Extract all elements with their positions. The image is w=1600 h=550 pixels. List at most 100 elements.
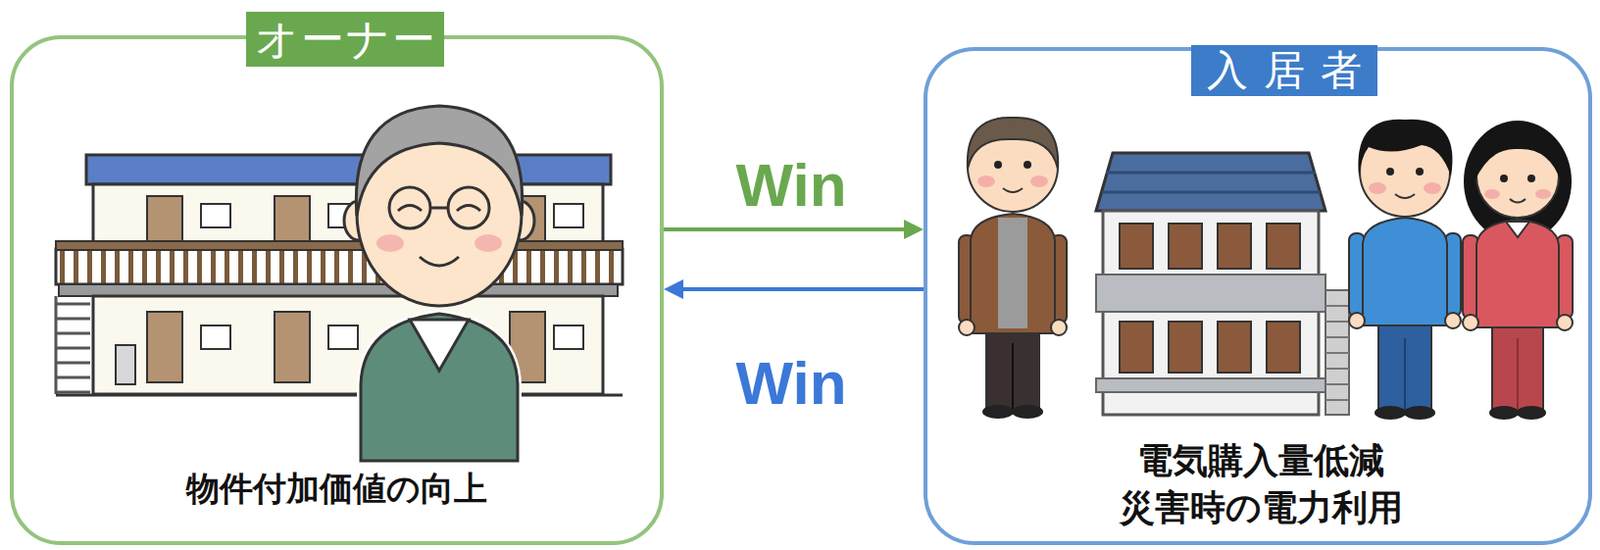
resident-illustration-part	[1386, 167, 1395, 176]
apartment-illustration-part	[274, 196, 310, 242]
resident-illustration-part	[1378, 321, 1432, 410]
connector-line	[663, 227, 906, 232]
resident-illustration-part	[1403, 405, 1436, 420]
resident-illustration-part	[1505, 221, 1530, 238]
resident-illustration-part	[967, 117, 1058, 169]
apartment-illustration-part	[1325, 290, 1350, 415]
apartment-illustration-part	[1096, 152, 1326, 211]
resident-illustration-part	[970, 213, 1055, 334]
resident-illustration-part	[1474, 127, 1562, 182]
box-title: オーナー	[246, 11, 445, 67]
owner-illustration-part	[355, 105, 522, 216]
arrow-head	[903, 219, 924, 240]
owner-illustration	[344, 105, 535, 461]
owner-illustration-part	[474, 234, 502, 252]
resident-illustration-part	[1368, 182, 1387, 195]
apartment-illustration-part	[93, 184, 603, 246]
resident-illustration-part	[1492, 321, 1544, 410]
apartment-illustration-part	[147, 311, 183, 383]
resident-illustration-part	[1527, 174, 1536, 183]
resident-illustration-part	[1050, 319, 1067, 336]
apartment-illustration-part	[200, 203, 231, 228]
owner-illustration-part	[448, 187, 490, 229]
edge-label: Win	[735, 352, 847, 414]
apartment-illustration-part	[1168, 321, 1202, 373]
apartment-illustration-part	[55, 249, 623, 285]
apartment-illustration-part	[55, 394, 623, 398]
resident-illustration-part	[1535, 189, 1551, 200]
apartment-illustration-part	[1119, 321, 1153, 373]
resident-illustration-part	[1516, 405, 1547, 420]
owner-illustration-part	[376, 234, 404, 252]
resident-illustration-part	[1374, 405, 1406, 420]
apartment-illustration-part	[200, 325, 231, 350]
box-title: 入居者	[1191, 45, 1378, 97]
apartment-illustration-part	[147, 196, 183, 242]
connector-line	[681, 287, 924, 292]
apartment-illustration-part	[1096, 274, 1326, 312]
apartment-illustration-part	[1119, 223, 1153, 269]
resident-illustration-part	[1415, 167, 1424, 176]
resident-illustration-part	[986, 328, 1040, 409]
apartment-illustration-part	[1101, 172, 1321, 193]
owner-illustration-part	[389, 187, 431, 229]
resident-illustration-part	[977, 175, 996, 188]
apartment-illustration-part	[55, 296, 91, 395]
owner-illustration-part	[398, 205, 481, 212]
apartment-illustration-part	[1217, 321, 1251, 373]
resident-illustration-part	[1023, 160, 1032, 169]
resident-illustration-part	[1357, 119, 1452, 177]
apartment-illustration-part	[1217, 223, 1251, 269]
apartment-illustration-part	[93, 296, 603, 395]
connector-arrow	[663, 219, 924, 240]
apartment-illustration	[55, 154, 623, 396]
resident-illustration	[958, 117, 1067, 419]
resident-illustration-part	[1403, 338, 1406, 410]
apartment-illustration-part	[58, 284, 618, 297]
resident-illustration-part	[1011, 343, 1014, 409]
apartment-illustration-part	[328, 325, 358, 350]
apartment-illustration	[1096, 152, 1350, 415]
owner-illustration-part	[360, 313, 518, 461]
arrow-head	[663, 279, 684, 300]
resident-illustration-part	[958, 319, 975, 336]
resident-illustration-part	[1476, 219, 1559, 328]
resident-illustration-part	[982, 404, 1014, 419]
group-box: 入居者電気購入量低減災害時の電力利用	[923, 47, 1593, 546]
resident-illustration-part	[1463, 120, 1572, 243]
resident-illustration-part	[994, 160, 1002, 169]
resident-illustration-part	[1462, 314, 1479, 331]
resident-illustration-part	[1030, 175, 1049, 188]
resident-illustration-part	[1556, 314, 1573, 331]
resident-illustration-part	[998, 217, 1028, 329]
resident-illustration-part	[1445, 312, 1461, 329]
owner-illustration-part	[409, 319, 469, 371]
apartment-illustration-part	[1168, 223, 1202, 269]
box-text: 物件付加価値の向上	[186, 468, 488, 509]
resident-illustration	[1349, 119, 1461, 420]
resident-illustration-part	[1516, 338, 1519, 410]
resident-illustration-part	[1509, 199, 1526, 203]
resident-illustration-part	[1489, 405, 1519, 420]
resident-illustration-part	[1423, 182, 1442, 195]
apartment-illustration-part	[1325, 305, 1350, 400]
resident-illustration-part	[1395, 194, 1415, 199]
resident-illustration-part	[1362, 217, 1448, 326]
edge-label: Win	[735, 154, 847, 216]
resident-illustration-part	[1500, 174, 1508, 183]
box-text: 電気購入量低減	[1137, 439, 1385, 482]
resident-illustration-part	[1349, 312, 1365, 329]
resident-illustration	[1462, 120, 1573, 420]
apartment-illustration-part	[115, 345, 136, 385]
resident-illustration-part	[1484, 189, 1500, 200]
apartment-illustration-part	[1266, 321, 1300, 373]
apartment-illustration-part	[1266, 223, 1300, 269]
connector-arrow	[663, 279, 924, 300]
owner-illustration-part	[430, 206, 449, 210]
apartment-illustration-part	[86, 154, 611, 185]
resident-illustration-part	[1002, 188, 1023, 193]
apartment-illustration-part	[55, 241, 623, 250]
apartment-illustration-part	[274, 311, 310, 383]
